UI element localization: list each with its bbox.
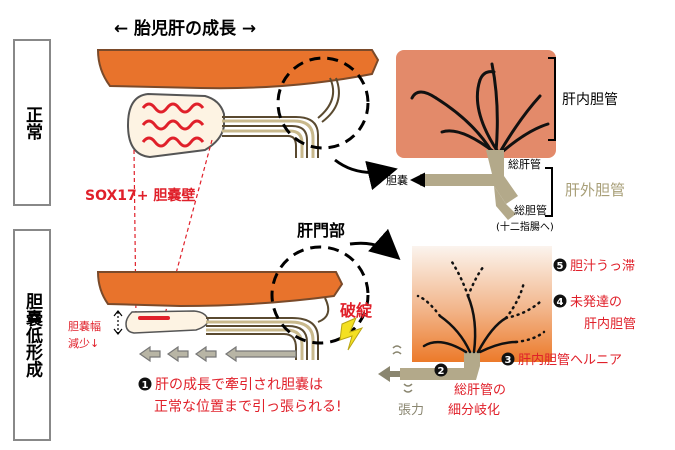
label-rupture: 破綻 [340, 301, 373, 320]
panel-label-hypoplasia: 胆嚢低形成 [22, 292, 44, 378]
step-1-text-2: 正常な位置まで引っ張られる! [154, 399, 342, 415]
step-5-number: 5 [557, 261, 564, 272]
bracket-extrahepatic [545, 167, 553, 217]
gallbladder-hypoplastic [125, 310, 209, 334]
label-sox17-wall: SOX17+ 胆嚢壁 [85, 187, 195, 204]
zoom-circle-top [276, 56, 370, 150]
intrahepatic-duct-tree-bottom [422, 294, 518, 354]
label-duodenum-note: (十二指腸へ) [496, 220, 554, 233]
step-4-number: 4 [557, 297, 564, 308]
width-reduction-indicator: 胆嚢幅 減少↓ [68, 310, 123, 350]
panel-label-normal: 正常 [22, 106, 43, 141]
step-4: 4 未発達の 肝内胆管 [553, 294, 636, 332]
step-5-badge [553, 258, 567, 272]
label-gallbladder-width: 胆嚢幅 [68, 319, 101, 333]
step-3-text: 肝内胆管ヘルニア [518, 352, 622, 368]
label-tension: 張力 [398, 403, 424, 418]
label-common-hepatic-duct: 総肝管 [508, 157, 541, 171]
liver-detail-box-top [396, 50, 556, 158]
traction-arrows [138, 345, 297, 363]
step-2-text-1: 総肝管の [454, 383, 506, 398]
step-1-number: 1 [142, 380, 149, 391]
step-4-text-1: 未発達の [570, 295, 622, 310]
label-gallbladder-top: 胆嚢 [386, 173, 408, 187]
gallbladder-normal [126, 92, 225, 159]
liver-slab-bottom [96, 271, 344, 308]
step-2-number: 2 [438, 366, 445, 377]
step-2: 2 総肝管の 細分岐化 [434, 363, 506, 418]
step-3-number: 3 [505, 355, 512, 366]
extrahepatic-duct-shape [420, 150, 518, 220]
label-hilum: 肝門部 [297, 221, 345, 240]
lightning-bolt-icon [339, 317, 364, 351]
step-1: 1 肝の成長で牽引され胆嚢は 正常な位置まで引っ張られる! [138, 376, 342, 415]
label-extrahepatic-duct: 肝外胆管 [565, 181, 625, 199]
step-1-text-1: 肝の成長で牽引され胆嚢は [155, 376, 323, 393]
step-5: 5 胆汁うっ滞 [553, 258, 635, 274]
panel-label-hypoplasia-box: 胆嚢低形成 [13, 229, 51, 441]
step-3-badge [501, 352, 515, 366]
tension-marks [392, 345, 413, 393]
zoom-circle-bottom [270, 245, 370, 345]
step-3: 3 肝内胆管ヘルニア [501, 352, 622, 368]
label-intrahepatic-duct: 肝内胆管 [562, 92, 618, 108]
label-width-decrease: 減少↓ [68, 336, 99, 350]
undeveloped-duct-dots [416, 260, 546, 344]
step-1-badge [138, 377, 152, 391]
step-5-text: 胆汁うっ滞 [570, 259, 635, 274]
panel-label-normal-box: 正常 [13, 39, 51, 206]
zoom-arrow-top [334, 158, 398, 191]
label-common-bile-duct: 総胆管 [514, 203, 547, 217]
liver-slab-top [96, 49, 380, 90]
step-4-badge [553, 294, 567, 308]
extrahepatic-duct-bottom [400, 352, 480, 380]
tension-arrow-head [378, 366, 390, 382]
step-2-text-2: 細分岐化 [448, 403, 500, 418]
step-2-badge [434, 363, 448, 377]
step-4-text-2: 肝内胆管 [584, 316, 636, 332]
growth-title: ← 胎児肝の成長 → [114, 18, 256, 39]
zoom-arrow-bottom [349, 228, 401, 260]
bracket-intrahepatic [548, 57, 556, 141]
intrahepatic-duct-tree-top [410, 62, 550, 154]
